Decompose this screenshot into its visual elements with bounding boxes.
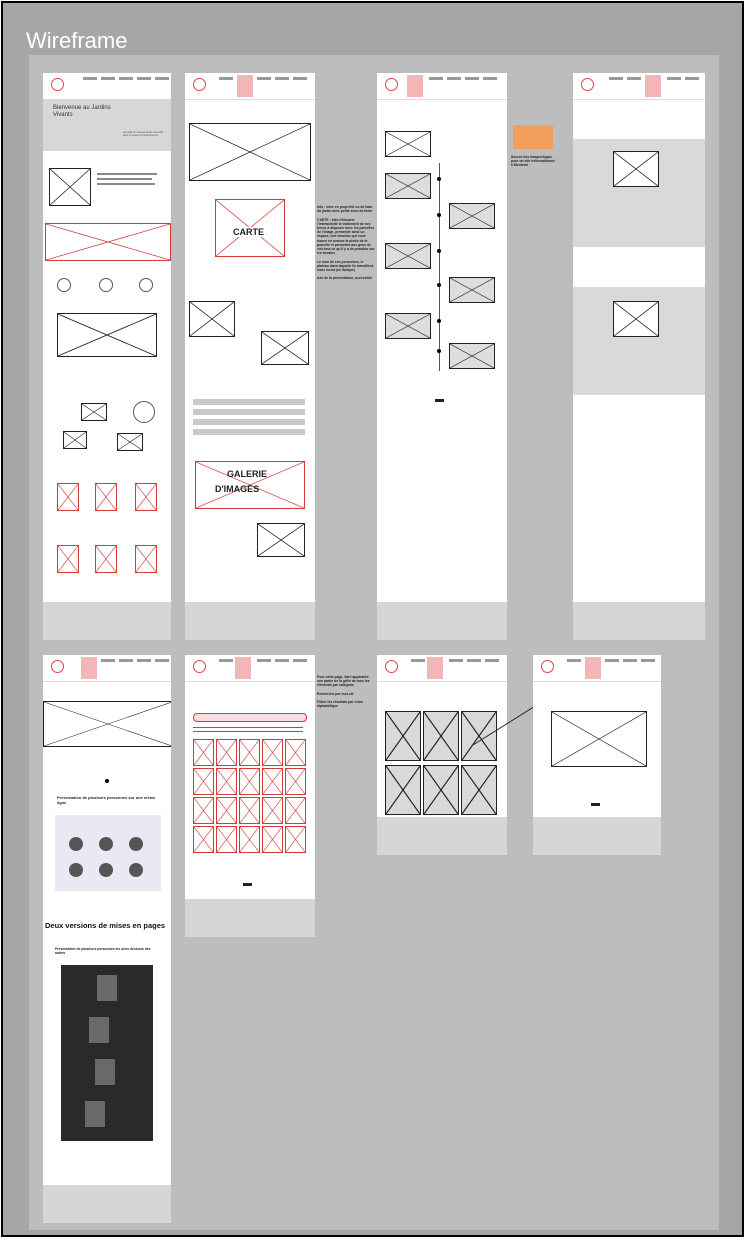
image-placeholder-icon[interactable]: [262, 797, 283, 824]
image-placeholder-icon[interactable]: [193, 826, 214, 853]
image-placeholder-icon[interactable]: [239, 739, 260, 766]
image-placeholder-icon[interactable]: [216, 797, 237, 824]
image-placeholder-icon[interactable]: [193, 797, 214, 824]
image-placeholder-icon[interactable]: [285, 739, 306, 766]
image-placeholder-icon[interactable]: [385, 765, 421, 815]
profiles-heading: Présentation de plusieurs personnes sur …: [57, 795, 157, 805]
board-timeline[interactable]: [377, 73, 507, 640]
image-placeholder-icon[interactable]: [216, 768, 237, 795]
gallery-label-1: GALERIE: [227, 469, 267, 479]
hero-title: Bienvenue au Jardins Vivants: [53, 105, 113, 119]
image-placeholder-icon[interactable]: [285, 826, 306, 853]
map-label: CARTE: [233, 227, 264, 237]
image-placeholder-icon[interactable]: [216, 739, 237, 766]
board-carte[interactable]: CARTE GALERIE D'IMAGES: [185, 73, 315, 640]
profiles-screenshot: [55, 815, 161, 891]
board-profiles[interactable]: Présentation de plusieurs personnes sur …: [43, 655, 171, 1223]
frame-title: Wireframe: [26, 28, 127, 54]
image-placeholder-icon[interactable]: [423, 711, 459, 761]
image-placeholder-icon[interactable]: [216, 826, 237, 853]
board-detail[interactable]: [573, 73, 705, 640]
hero-text: Accueillir un nouveau jardin ensemble da…: [123, 131, 165, 137]
nav-bar: [43, 73, 171, 100]
image-placeholder-icon: [57, 313, 157, 357]
more-dots-icon[interactable]: [591, 803, 600, 806]
design-canvas: Bienvenue au Jardins Vivants Accueillir …: [29, 55, 719, 1230]
image-placeholder-icon[interactable]: [193, 768, 214, 795]
image-placeholder-icon[interactable]: [239, 826, 260, 853]
logo-icon: [51, 78, 64, 91]
more-dots-icon[interactable]: [243, 883, 252, 886]
sticky-note: Pour cette page, faire apparaître une pa…: [317, 675, 373, 709]
image-placeholder-icon[interactable]: [285, 768, 306, 795]
profiles-subheading: Présentation de plusieurs personnes les …: [55, 947, 155, 955]
reference-thumbnail: [513, 125, 553, 149]
profiles-dark-screenshot: [61, 965, 153, 1141]
image-placeholder-icon: [45, 223, 171, 261]
image-placeholder-icon: [49, 168, 91, 206]
board-grid[interactable]: [185, 655, 315, 937]
image-placeholder-icon[interactable]: [285, 797, 306, 824]
image-placeholder-icon[interactable]: [262, 826, 283, 853]
image-placeholder-icon[interactable]: [239, 797, 260, 824]
sticky-note: Info : mise en propriété vu de haut du j…: [317, 205, 375, 281]
image-placeholder-icon[interactable]: [461, 765, 497, 815]
image-placeholder-icon[interactable]: [423, 765, 459, 815]
more-dots-icon[interactable]: [435, 399, 444, 402]
image-placeholder-icon[interactable]: [385, 711, 421, 761]
search-input[interactable]: [193, 713, 307, 722]
section-title: Deux versions de mises en pages: [45, 921, 165, 930]
board-home[interactable]: Bienvenue au Jardins Vivants Accueillir …: [43, 73, 171, 640]
gallery-label-2: D'IMAGES: [215, 484, 259, 494]
sticky-note: Source des images/logos pour un site inf…: [511, 155, 557, 168]
board-image-detail[interactable]: [533, 655, 661, 855]
image-placeholder-icon[interactable]: [262, 739, 283, 766]
image-placeholder-icon[interactable]: [239, 768, 260, 795]
image-placeholder-icon[interactable]: [193, 739, 214, 766]
image-placeholder-icon[interactable]: [262, 768, 283, 795]
